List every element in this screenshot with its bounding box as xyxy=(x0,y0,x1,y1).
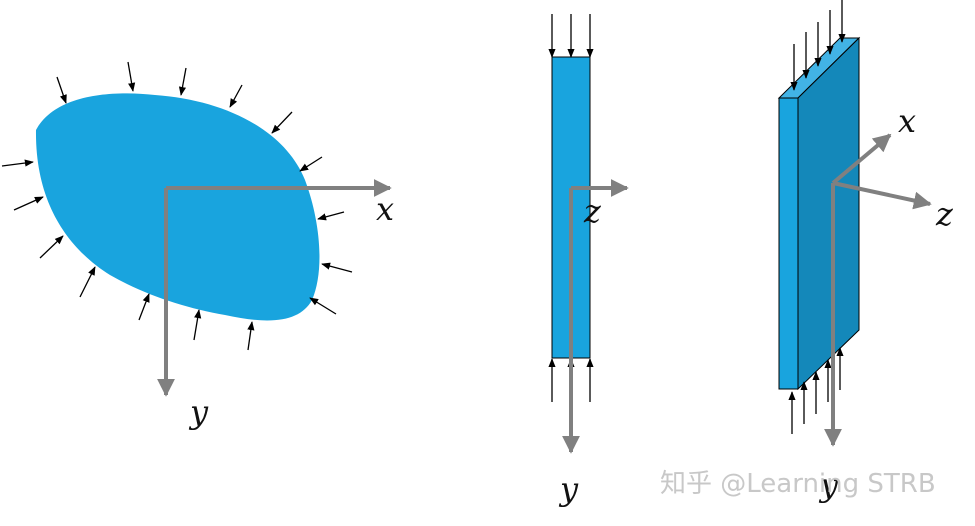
x-label-right: x xyxy=(898,102,916,140)
load-arrows-top-right xyxy=(790,0,846,91)
axes-middle xyxy=(562,179,629,454)
y-label-left: y xyxy=(188,393,209,431)
thin-plate-edge-group: z y xyxy=(548,14,629,508)
plate-side-face xyxy=(797,36,860,391)
z-label-middle: z xyxy=(583,192,602,230)
load-arrows-bottom-right xyxy=(788,347,844,434)
y-label-right: y xyxy=(818,466,839,504)
irregular-body-group: x y xyxy=(1,61,394,431)
x-label-left: x xyxy=(376,190,394,228)
z-label-right: z xyxy=(935,195,954,233)
x-axis-right xyxy=(831,133,892,185)
axes-right xyxy=(824,133,932,447)
thin-plate-3d-group: x z y xyxy=(777,0,954,504)
y-label-middle: y xyxy=(558,470,579,508)
irregular-body xyxy=(35,93,320,321)
axes-left xyxy=(157,179,392,397)
watermark: 知乎 @Learning STRB xyxy=(660,469,936,499)
surface-load-arrows-left xyxy=(1,61,353,351)
z-axis-right xyxy=(832,181,932,210)
load-arrows-top-middle xyxy=(548,14,594,58)
plate-front-face xyxy=(778,97,799,390)
